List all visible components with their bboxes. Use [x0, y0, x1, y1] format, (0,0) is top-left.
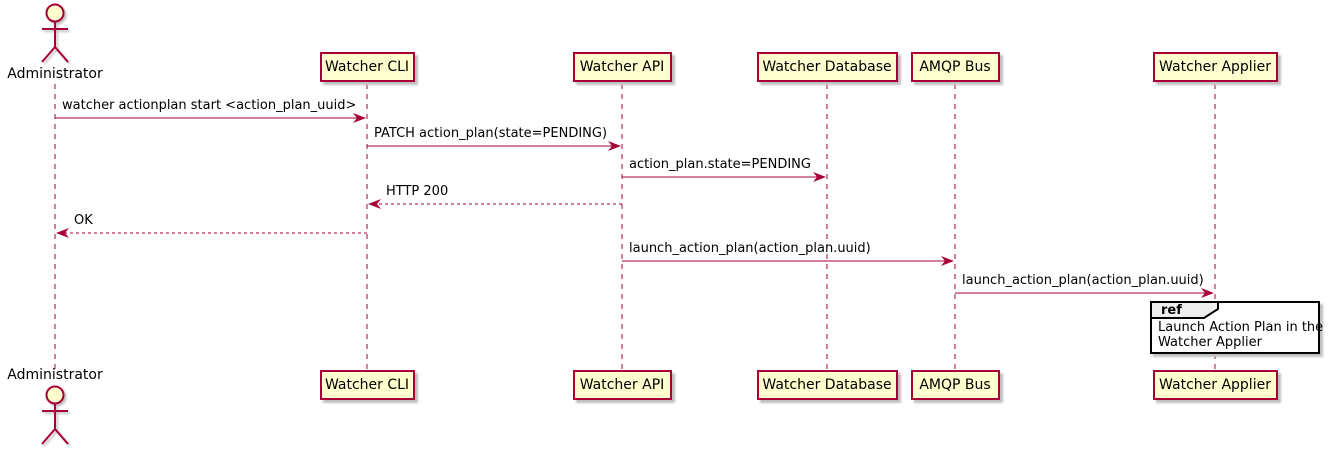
- ref-text-line: Watcher Applier: [1158, 335, 1262, 350]
- ref-keyword: ref: [1161, 303, 1182, 318]
- actor-figure-part: [41, 46, 56, 63]
- actor-figure-part: [45, 385, 65, 405]
- ref-header-pentagon: [1150, 301, 1219, 319]
- message-arrowhead-5: [941, 256, 954, 266]
- message-label-5: launch_action_plan(action_plan.uuid): [629, 241, 871, 256]
- participant-watcher-database: Watcher Database: [756, 370, 898, 400]
- participant-watcher-cli: Watcher CLI: [319, 52, 415, 82]
- actor-figure-part: [45, 3, 65, 23]
- message-arrowhead-3: [368, 199, 381, 209]
- actor-figure-bottom: [41, 385, 69, 445]
- message-arrowhead-1: [608, 141, 621, 151]
- actor-label-administrator-top: Administrator: [7, 66, 103, 82]
- ref-text-line: Launch Action Plan in the: [1158, 320, 1324, 335]
- ref-fragment: ref Launch Action Plan in the Watcher Ap…: [1150, 301, 1323, 354]
- message-label-3: HTTP 200: [386, 184, 449, 199]
- participant-amqp-bus: AMQP Bus: [910, 52, 1000, 82]
- actor-figure-part: [54, 46, 69, 63]
- message-arrowhead-2: [813, 172, 826, 182]
- participant-watcher-database: Watcher Database: [756, 52, 898, 82]
- actor-figure-part: [41, 428, 56, 445]
- message-arrowhead-4: [56, 228, 69, 238]
- participant-watcher-cli: Watcher CLI: [319, 370, 415, 400]
- message-arrowhead-0: [353, 113, 366, 123]
- actor-figure-top: [41, 3, 69, 63]
- actor-figure-part: [54, 428, 69, 445]
- actor-label-administrator-bottom: Administrator: [7, 367, 103, 383]
- participant-watcher-api: Watcher API: [572, 52, 672, 82]
- participant-watcher-applier: Watcher Applier: [1152, 52, 1278, 82]
- message-label-0: watcher actionplan start <action_plan_uu…: [62, 98, 357, 113]
- message-label-4: OK: [74, 213, 93, 228]
- participant-amqp-bus: AMQP Bus: [910, 370, 1000, 400]
- participant-watcher-api: Watcher API: [572, 370, 672, 400]
- message-label-6: launch_action_plan(action_plan.uuid): [962, 273, 1204, 288]
- message-arrowhead-6: [1201, 288, 1214, 298]
- participant-watcher-applier: Watcher Applier: [1152, 370, 1278, 400]
- message-label-2: action_plan.state=PENDING: [629, 157, 811, 172]
- message-label-1: PATCH action_plan(state=PENDING): [374, 126, 608, 141]
- ref-text: Launch Action Plan in the Watcher Applie…: [1158, 320, 1323, 350]
